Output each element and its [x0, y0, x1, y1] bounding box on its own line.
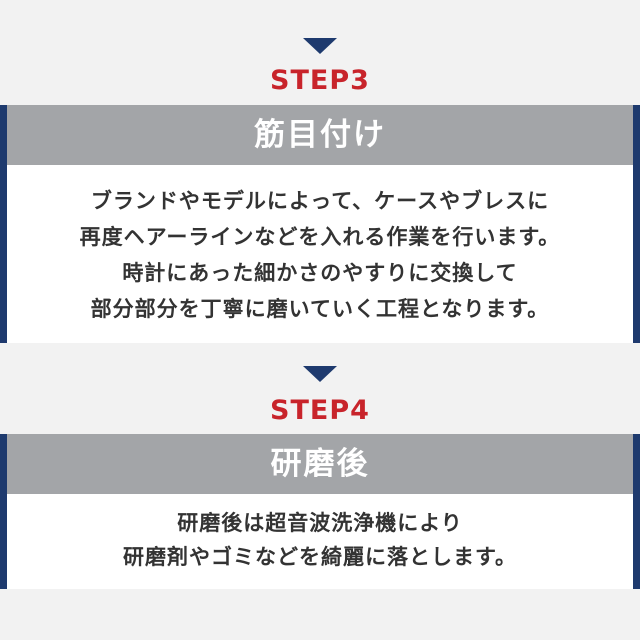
description-line: 部分部分を丁寧に磨いていく工程となります。 — [90, 297, 550, 321]
step-description: ブランドやモデルによって、ケースやブレスに 再度ヘアーラインなどを入れる作業を行… — [7, 165, 633, 343]
step-section: 研磨後 研磨後は超音波洗浄機により 研磨剤やゴミなどを綺麗に落とします。 — [0, 434, 640, 589]
step-description: 研磨後は超音波洗浄機により 研磨剤やゴミなどを綺麗に落とします。 — [7, 494, 633, 589]
step-title: 研磨後 — [7, 434, 633, 494]
description-line: 研磨剤やゴミなどを綺麗に落とします。 — [123, 545, 517, 569]
step-section: 筋目付け ブランドやモデルによって、ケースやブレスに 再度ヘアーラインなどを入れ… — [0, 105, 640, 343]
description-line: 時計にあった細かさのやすりに交換して — [122, 261, 518, 285]
description-line: 研磨後は超音波洗浄機により — [177, 511, 463, 535]
step-title: 筋目付け — [7, 105, 633, 165]
down-arrow-icon — [303, 38, 337, 54]
down-arrow-icon — [303, 366, 337, 382]
step-label: STEP4 — [270, 395, 370, 426]
description-line: ブランドやモデルによって、ケースやブレスに — [90, 189, 550, 213]
description-line: 再度ヘアーラインなどを入れる作業を行います。 — [79, 225, 561, 249]
step-label: STEP3 — [270, 65, 370, 96]
